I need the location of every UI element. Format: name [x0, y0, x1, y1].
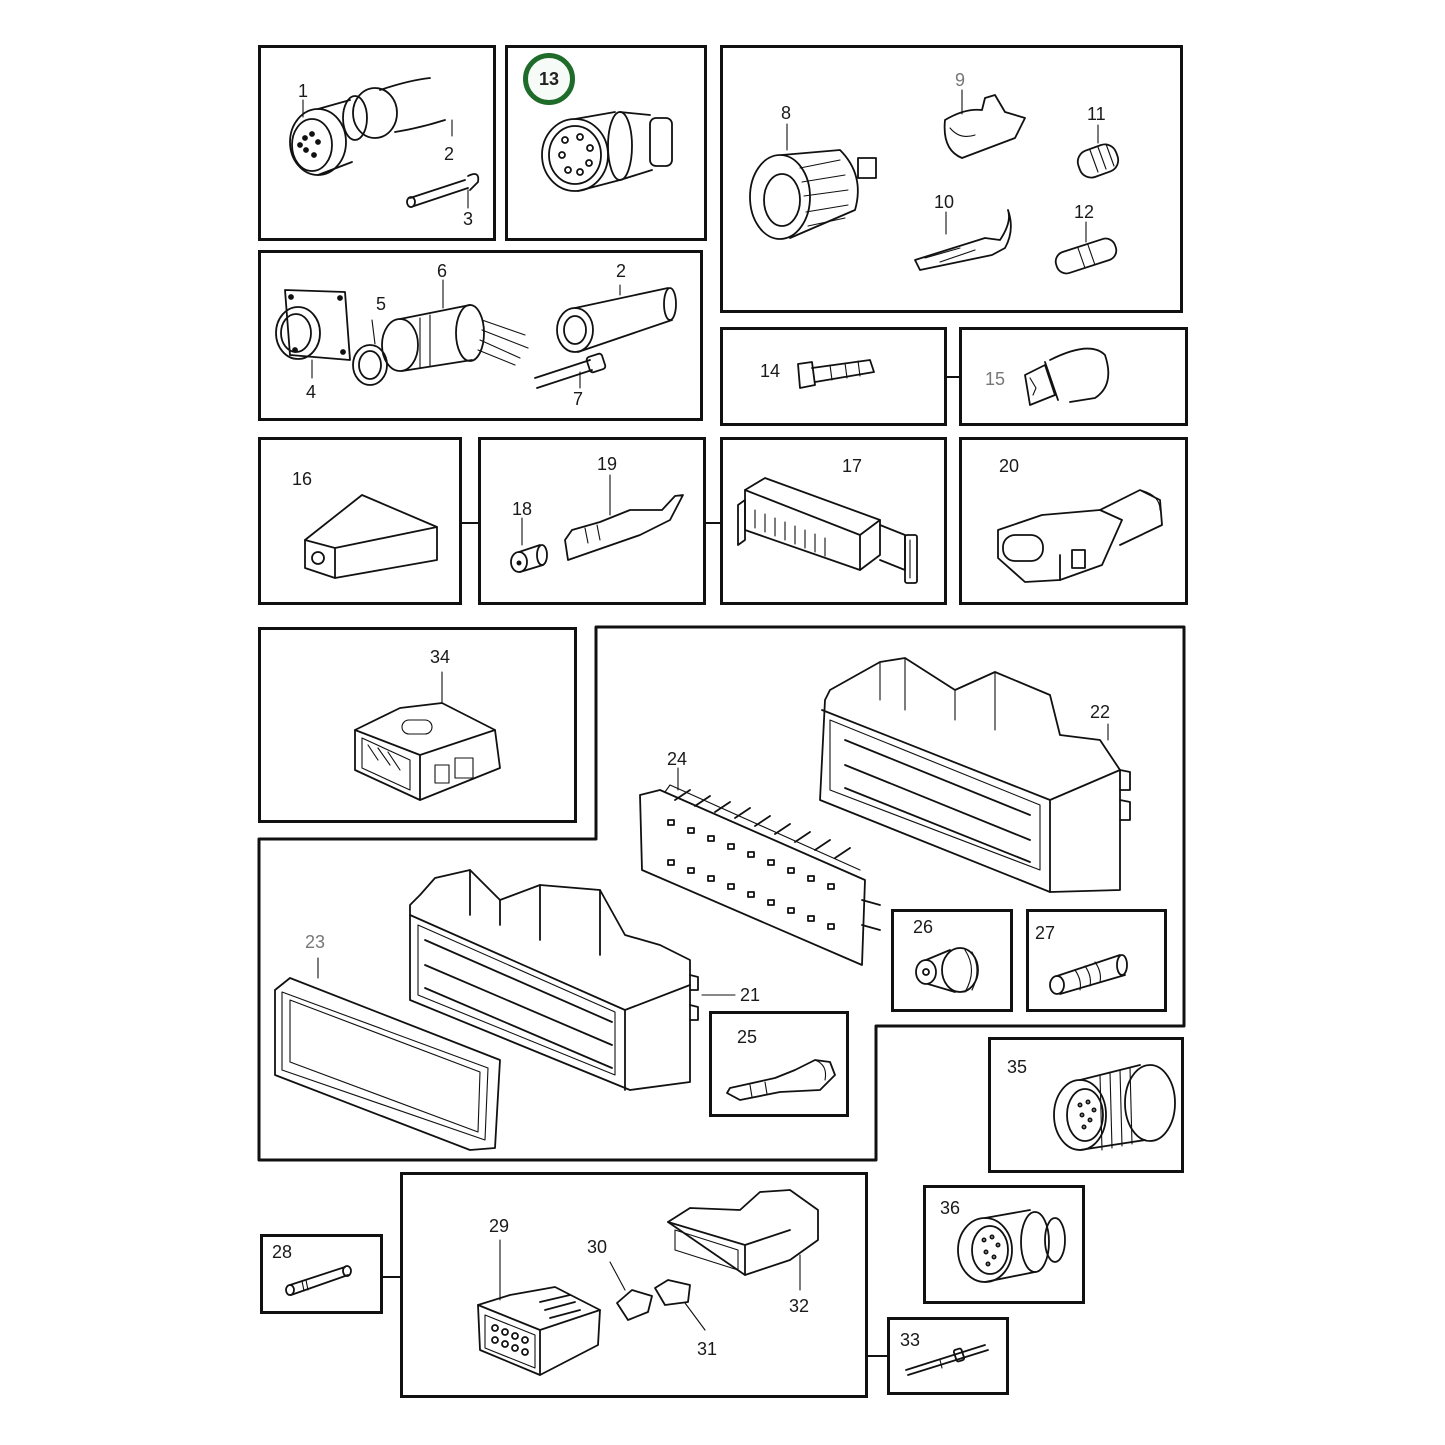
callout-31: 31 [697, 1339, 718, 1359]
link-14-15 [946, 376, 960, 378]
panel-item-15 [959, 327, 1188, 426]
callout-32: 32 [789, 1296, 810, 1316]
callout-29: 29 [489, 1216, 510, 1236]
callout-22: 22 [1090, 702, 1111, 722]
callout-6: 6 [437, 261, 448, 281]
callout-20: 20 [999, 456, 1020, 476]
panel-items-29-32 [400, 1172, 868, 1398]
panel-item-17 [720, 437, 947, 605]
callout-2-boot: 2 [616, 261, 627, 281]
callout-15: 15 [985, 369, 1006, 389]
link-32-33 [868, 1355, 888, 1357]
panel-items-1-3 [258, 45, 496, 241]
panel-items-8-12 [720, 45, 1183, 313]
callout-9: 9 [955, 70, 966, 90]
callout-18: 18 [512, 499, 533, 519]
panel-item-16 [258, 437, 462, 605]
link-28-29 [382, 1276, 402, 1278]
callout-28: 28 [272, 1242, 293, 1262]
callout-30: 30 [587, 1237, 608, 1257]
callout-5: 5 [376, 294, 387, 314]
callout-34: 34 [430, 647, 451, 667]
callout-25: 25 [737, 1027, 758, 1047]
panel-item-14 [720, 327, 947, 426]
callout-12: 12 [1074, 202, 1095, 222]
panel-item-27 [1026, 909, 1167, 1012]
callout-14: 14 [760, 361, 781, 381]
panel-item-36 [923, 1185, 1085, 1304]
callout-1: 1 [298, 81, 309, 101]
callout-7: 7 [573, 389, 584, 409]
callout-23: 23 [305, 932, 326, 952]
link-16-18 [461, 522, 479, 524]
highlighted-callout-13[interactable]: 13 [523, 53, 575, 105]
callout-35: 35 [1007, 1057, 1028, 1077]
callout-27: 27 [1035, 923, 1056, 943]
callout-4: 4 [306, 382, 317, 402]
callout-11: 11 [1087, 104, 1106, 124]
callout-3: 3 [463, 209, 474, 229]
callout-24: 24 [667, 749, 688, 769]
panel-item-34 [258, 627, 577, 823]
callout-36: 36 [940, 1198, 961, 1218]
callout-26: 26 [913, 917, 934, 937]
callout-10: 10 [934, 192, 955, 212]
link-19-17 [705, 522, 721, 524]
callout-8: 8 [781, 103, 792, 123]
panel-item-35 [988, 1037, 1184, 1173]
panel-item-25 [709, 1011, 849, 1117]
panel-item-20 [959, 437, 1188, 605]
callout-33: 33 [900, 1330, 921, 1350]
callout-19: 19 [597, 454, 618, 474]
callout-16: 16 [292, 469, 313, 489]
panel-item-26 [891, 909, 1013, 1012]
callout-21: 21 [740, 985, 761, 1005]
callout-2: 2 [444, 144, 455, 164]
callout-17: 17 [842, 456, 863, 476]
